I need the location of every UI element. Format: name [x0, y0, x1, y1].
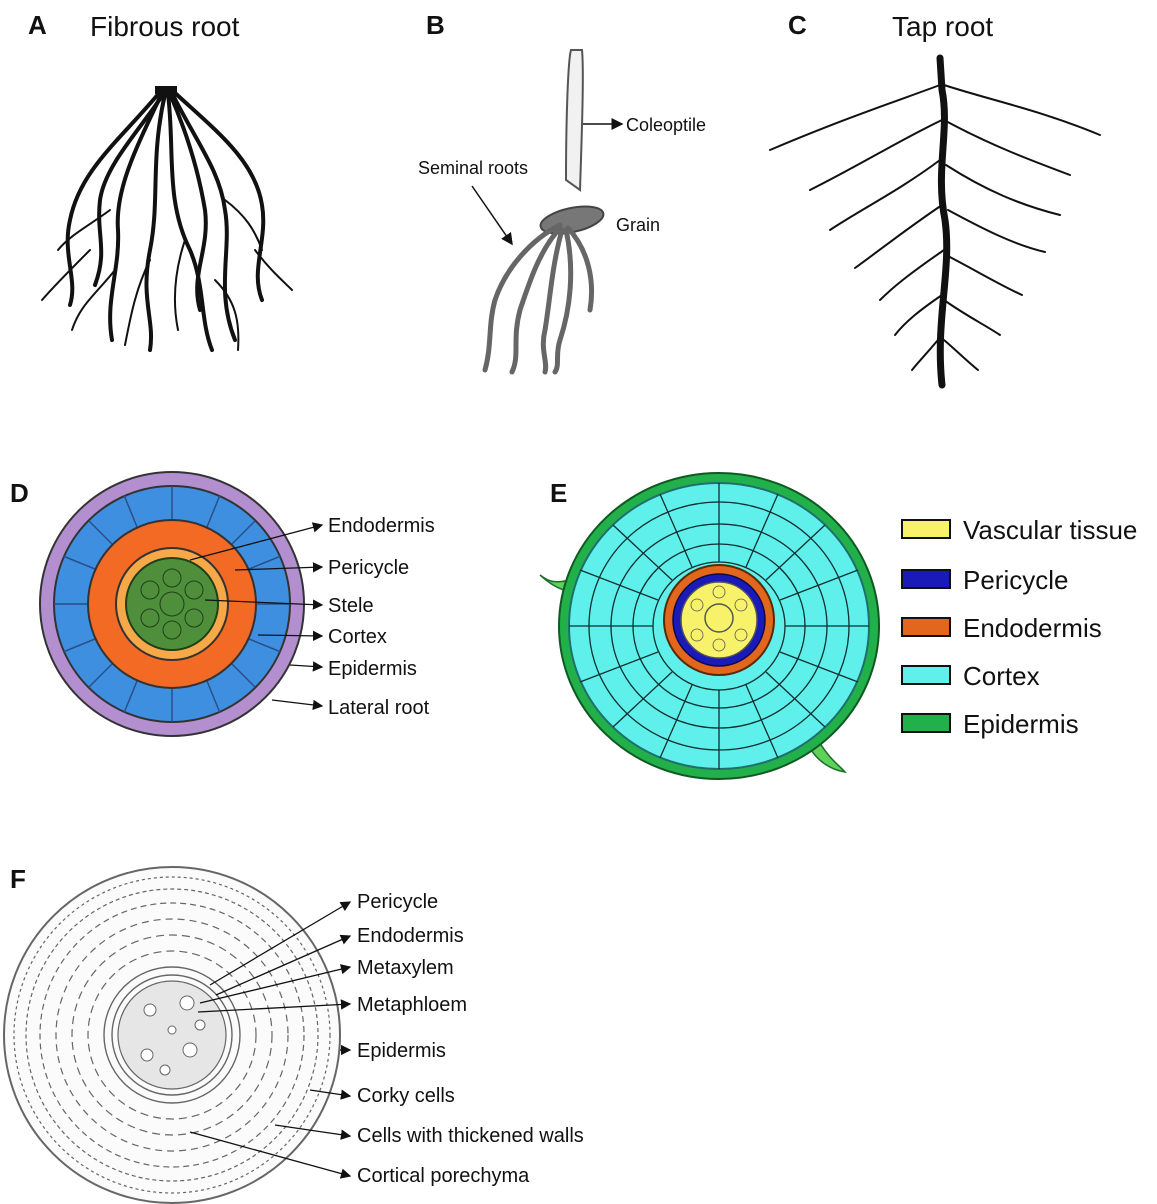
- fibrous-root-drawing: [42, 86, 292, 350]
- d-label-epidermis: Epidermis: [328, 658, 417, 680]
- legend-label-endodermis: Endodermis: [963, 613, 1102, 643]
- root-section-f: [4, 867, 340, 1203]
- panel-f: F Pericyc: [4, 864, 584, 1203]
- label-coleoptile: Coleoptile: [626, 115, 706, 135]
- d-label-endodermis: Endodermis: [328, 515, 435, 537]
- label-grain: Grain: [616, 215, 660, 235]
- panel-c-letter: C: [788, 10, 807, 40]
- legend-label-epidermis: Epidermis: [963, 709, 1079, 739]
- legend-swatch-epidermis: [902, 714, 950, 732]
- panel-c: C Tap root: [770, 10, 1100, 385]
- legend-label-vascular: Vascular tissue: [963, 515, 1137, 545]
- f-label-epidermis: Epidermis: [357, 1040, 446, 1062]
- panel-e: E: [540, 473, 1137, 779]
- tap-root-drawing: [770, 58, 1100, 385]
- panel-f-letter: F: [10, 864, 26, 894]
- panel-c-title: Tap root: [892, 11, 993, 42]
- d-stele: [126, 558, 218, 650]
- panel-b: B Coleoptile Seminal roots Grain: [418, 10, 706, 372]
- arrow-epidermis: [290, 665, 322, 667]
- panel-e-letter: E: [550, 478, 567, 508]
- f-label-corky-cells: Corky cells: [357, 1085, 455, 1107]
- arrow-lateral-root: [272, 700, 322, 706]
- f-label-thickened-walls: Cells with thickened walls: [357, 1125, 584, 1147]
- d-label-cortex: Cortex: [328, 626, 387, 648]
- label-seminal-roots: Seminal roots: [418, 158, 528, 178]
- f-label-metaxylem: Metaxylem: [357, 957, 454, 979]
- panel-d: D: [10, 472, 435, 736]
- f-label-pericycle: Pericycle: [357, 891, 438, 913]
- d-label-lateral-root: Lateral root: [328, 697, 430, 719]
- panel-a-letter: A: [28, 10, 47, 40]
- legend-label-cortex: Cortex: [963, 661, 1040, 691]
- legend-swatch-pericycle: [902, 570, 950, 588]
- legend-swatch-cortex: [902, 666, 950, 684]
- legend-label-pericycle: Pericycle: [963, 565, 1068, 595]
- root-section-d: [40, 472, 304, 736]
- f-label-metaphloem: Metaphloem: [357, 994, 467, 1016]
- legend-swatch-endodermis: [902, 618, 950, 636]
- root-section-e: [540, 473, 879, 779]
- f-label-cortical-porechyma: Cortical porechyma: [357, 1165, 530, 1187]
- seedling-drawing: [485, 50, 606, 372]
- seminal-roots-arrow: [472, 186, 512, 244]
- d-label-stele: Stele: [328, 595, 374, 617]
- f-label-endodermis: Endodermis: [357, 925, 464, 947]
- legend-swatch-vascular: [902, 520, 950, 538]
- e-legend: Vascular tissue Pericycle Endodermis Cor…: [902, 515, 1137, 739]
- d-label-pericycle: Pericycle: [328, 557, 409, 579]
- panel-b-letter: B: [426, 10, 445, 40]
- panel-a-title: Fibrous root: [90, 11, 240, 42]
- panel-a: A Fibrous root: [28, 10, 292, 350]
- panel-d-letter: D: [10, 478, 29, 508]
